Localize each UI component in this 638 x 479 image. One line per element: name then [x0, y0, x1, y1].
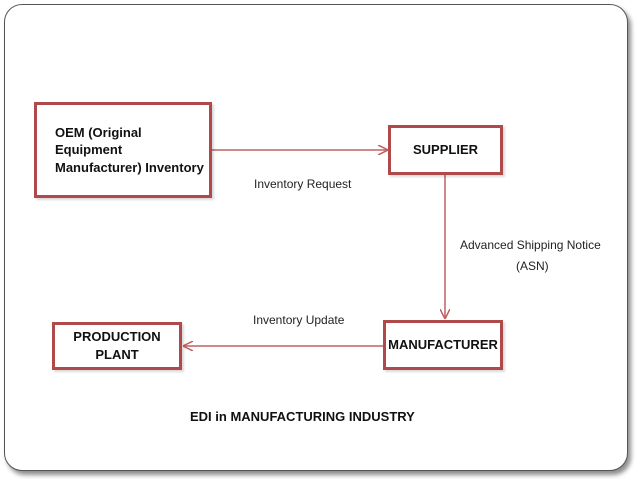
asn-label-line1: Advanced Shipping Notice	[460, 238, 601, 252]
inventory-update-label: Inventory Update	[253, 313, 345, 327]
supplier-box: SUPPLIER	[388, 125, 503, 175]
manufacturer-box: MANUFACTURER	[383, 320, 503, 370]
oem-inventory-box: OEM (Original Equipment Manufacturer) In…	[34, 102, 212, 198]
oem-label-line1: OEM (Original Equipment	[55, 124, 142, 158]
supplier-label: SUPPLIER	[412, 142, 478, 158]
asn-label-line2: (ASN)	[516, 259, 549, 273]
production-plant-label: PRODUCTION PLANT	[73, 329, 161, 362]
oem-label-line2: Manufacturer) Inventory	[55, 159, 204, 175]
inventory-request-label: Inventory Request	[254, 177, 352, 191]
diagram-caption: EDI in MANUFACTURING INDUSTRY	[190, 409, 415, 424]
slide-frame	[4, 4, 628, 471]
production-plant-box: PRODUCTION PLANT	[52, 322, 182, 370]
manufacturer-label: MANUFACTURER	[388, 337, 498, 353]
